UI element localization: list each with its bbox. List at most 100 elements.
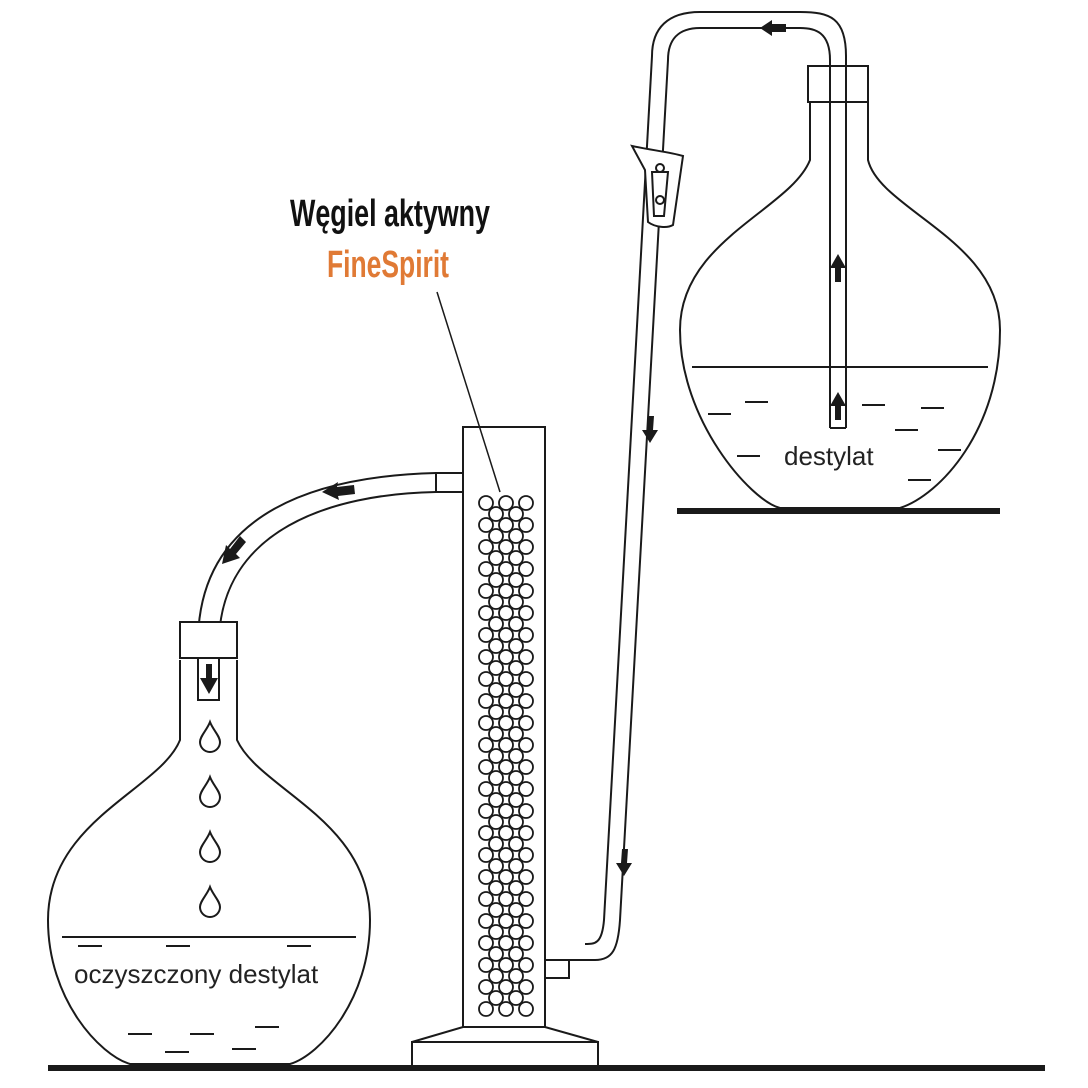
charcoal-granule — [488, 880, 504, 896]
charcoal-granule — [518, 935, 534, 951]
charcoal-granule — [508, 594, 524, 610]
charcoal-granule — [498, 891, 514, 907]
charcoal-granule — [478, 957, 494, 973]
charcoal-granule — [508, 660, 524, 676]
charcoal-granule — [508, 550, 524, 566]
siphon-arrow-flask-lower — [830, 392, 846, 420]
charcoal-granule — [478, 627, 494, 643]
charcoal-granule — [478, 715, 494, 731]
column-foot — [411, 1041, 599, 1067]
charcoal-granule — [498, 539, 514, 555]
charcoal-granule — [488, 946, 504, 962]
charcoal-granule — [488, 660, 504, 676]
charcoal-granule — [508, 990, 524, 1006]
charcoal-granule — [518, 671, 534, 687]
droplet — [198, 719, 222, 753]
charcoal-granule — [498, 869, 514, 885]
droplet — [198, 774, 222, 808]
charcoal-granule — [498, 825, 514, 841]
charcoal-granule — [498, 1001, 514, 1017]
charcoal-granule — [488, 792, 504, 808]
charcoal-granule — [498, 649, 514, 665]
charcoal-granule — [488, 726, 504, 742]
charcoal-granule — [498, 517, 514, 533]
charcoal-granule — [508, 572, 524, 588]
charcoal-granule — [508, 616, 524, 632]
charcoal-granule — [478, 781, 494, 797]
charcoal-granule — [488, 968, 504, 984]
charcoal-granule — [498, 979, 514, 995]
charcoal-granule — [518, 825, 534, 841]
charcoal-granule — [478, 517, 494, 533]
charcoal-granule — [518, 979, 534, 995]
siphon-arrow-down-upper — [642, 416, 658, 443]
charcoal-granule — [478, 979, 494, 995]
charcoal-granule — [488, 550, 504, 566]
charcoal-granule — [498, 715, 514, 731]
receiving-flask-stopper — [179, 621, 238, 659]
charcoal-granule — [488, 770, 504, 786]
outlet-tube — [197, 472, 437, 701]
charcoal-granule — [498, 913, 514, 929]
charcoal-granule — [518, 583, 534, 599]
droplet — [198, 884, 222, 918]
charcoal-granule — [498, 935, 514, 951]
charcoal-granule — [488, 682, 504, 698]
charcoal-granule — [498, 957, 514, 973]
charcoal-granule — [508, 924, 524, 940]
charcoal-granule — [508, 968, 524, 984]
charcoal-granule — [478, 935, 494, 951]
charcoal-granule — [488, 638, 504, 654]
charcoal-granule — [488, 506, 504, 522]
charcoal-granule — [518, 627, 534, 643]
charcoal-granule — [508, 528, 524, 544]
charcoal-granule — [508, 748, 524, 764]
siphon-tube — [567, 11, 847, 961]
charcoal-granule — [478, 671, 494, 687]
charcoal-granule — [518, 957, 534, 973]
outlet-arrow-down — [200, 664, 218, 694]
charcoal-granule — [498, 671, 514, 687]
charcoal-granule — [518, 715, 534, 731]
charcoal-granule — [518, 913, 534, 929]
charcoal-granule — [518, 891, 534, 907]
charcoal-granule — [478, 693, 494, 709]
charcoal-granule — [498, 561, 514, 577]
charcoal-granule — [518, 869, 534, 885]
charcoal-granule — [508, 792, 524, 808]
charcoal-granule — [518, 847, 534, 863]
charcoal-granule — [518, 649, 534, 665]
charcoal-granule — [488, 748, 504, 764]
charcoal-granule — [498, 803, 514, 819]
charcoal-granule — [488, 836, 504, 852]
title-line-2-brand: FineSpirit — [327, 244, 449, 286]
charcoal-granule — [518, 605, 534, 621]
column-base — [411, 1026, 599, 1043]
charcoal-granule — [498, 693, 514, 709]
charcoal-granule — [488, 924, 504, 940]
charcoal-granule — [488, 704, 504, 720]
droplet — [198, 829, 222, 863]
charcoal-granule — [508, 814, 524, 830]
charcoal-granule — [478, 1001, 494, 1017]
receiving-liquid-dashes — [78, 945, 311, 1053]
charcoal-granule — [508, 880, 524, 896]
column-outlet-spout — [435, 472, 464, 493]
charcoal-granule — [488, 814, 504, 830]
title-pointer-line — [436, 291, 501, 493]
charcoal-granule — [478, 913, 494, 929]
charcoal-granule — [508, 836, 524, 852]
charcoal-granule — [508, 638, 524, 654]
charcoal-granule — [488, 616, 504, 632]
charcoal-granule — [498, 781, 514, 797]
charcoal-granule — [498, 737, 514, 753]
receiving-liquid-label: oczyszczony destylat — [74, 959, 319, 989]
charcoal-granule — [498, 583, 514, 599]
charcoal-granule — [478, 561, 494, 577]
charcoal-granule — [518, 539, 534, 555]
charcoal-granule — [508, 682, 524, 698]
charcoal-granule — [478, 803, 494, 819]
charcoal-granule — [488, 990, 504, 1006]
outlet-arrow-left — [322, 482, 355, 500]
